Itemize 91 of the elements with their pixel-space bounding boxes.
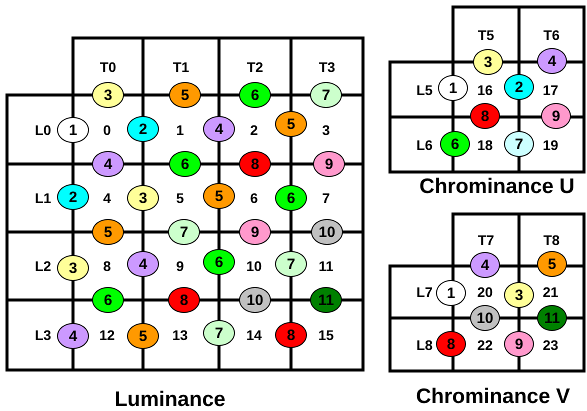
numbered-circle: 9 <box>239 219 271 245</box>
numbered-circle: 5 <box>537 251 567 277</box>
numbered-circle: 3 <box>92 82 124 108</box>
numbered-circle: 8 <box>436 331 466 357</box>
block-number: 19 <box>542 136 558 152</box>
block-number: 8 <box>103 258 111 274</box>
block-number: 12 <box>99 327 115 343</box>
block-number: 4 <box>103 190 111 206</box>
block-number: 16 <box>477 82 493 98</box>
block-number: 21 <box>542 284 558 300</box>
numbered-circle: 10 <box>470 305 500 331</box>
panel-caption: Luminance <box>114 388 226 411</box>
block-number: 18 <box>477 136 493 152</box>
numbered-circle: 2 <box>504 74 534 100</box>
block-number: 1 <box>176 122 184 138</box>
column-label: T3 <box>318 58 336 74</box>
numbered-circle: 3 <box>57 255 89 281</box>
numbered-circle: 6 <box>92 287 124 313</box>
column-label: T5 <box>478 26 494 42</box>
numbered-circle: 6 <box>440 131 470 157</box>
numbered-circle: 7 <box>310 82 342 108</box>
numbered-circle: 11 <box>310 287 342 313</box>
panel-caption: Chrominance V <box>416 385 570 409</box>
block-number: 10 <box>246 258 262 274</box>
numbered-circle: 4 <box>57 323 89 349</box>
numbered-circle: 1 <box>436 280 466 306</box>
row-label: L0 <box>34 122 52 138</box>
block-number: 15 <box>318 327 334 343</box>
numbered-circle: 4 <box>470 252 500 278</box>
numbered-circle: 9 <box>541 103 571 129</box>
column-label: T2 <box>246 58 264 74</box>
numbered-circle: 5 <box>275 111 307 137</box>
block-number: 14 <box>246 327 262 343</box>
numbered-circle: 6 <box>169 151 201 177</box>
numbered-circle: 4 <box>127 251 159 277</box>
block-number: 7 <box>322 190 330 206</box>
numbered-circle: 2 <box>57 184 89 210</box>
row-label: L6 <box>416 136 433 152</box>
row-label: L7 <box>416 284 433 300</box>
column-label: T1 <box>172 58 190 74</box>
numbered-circle: 9 <box>313 151 345 177</box>
numbered-circle: 7 <box>275 251 307 277</box>
numbered-circle: 8 <box>275 322 307 348</box>
numbered-circle: 3 <box>504 282 534 308</box>
numbered-circle: 1 <box>57 117 89 143</box>
numbered-circle: 11 <box>537 305 567 331</box>
numbered-circle: 5 <box>127 323 159 349</box>
numbered-circle: 4 <box>203 116 235 142</box>
numbered-circle: 10 <box>239 287 271 313</box>
block-number: 3 <box>322 122 330 138</box>
block-number: 0 <box>103 122 111 138</box>
row-label: L2 <box>34 258 52 274</box>
numbered-circle: 7 <box>168 219 200 245</box>
block-number: 20 <box>477 284 493 300</box>
numbered-circle: 6 <box>275 185 307 211</box>
block-number: 6 <box>250 190 258 206</box>
numbered-circle: 6 <box>203 249 235 275</box>
numbered-circle: 6 <box>239 82 271 108</box>
column-label: T6 <box>543 26 560 42</box>
block-number: 2 <box>250 122 258 138</box>
row-label: L5 <box>416 82 433 98</box>
row-label: L8 <box>416 336 433 352</box>
block-number: 5 <box>176 190 184 206</box>
numbered-circle: 8 <box>239 151 271 177</box>
numbered-circle: 8 <box>470 103 500 129</box>
numbered-circle: 3 <box>127 185 159 211</box>
row-label: L3 <box>34 327 52 343</box>
numbered-circle: 9 <box>504 331 534 357</box>
numbered-circle: 7 <box>504 131 534 157</box>
block-number: 9 <box>176 258 184 274</box>
block-number: 13 <box>172 327 188 343</box>
numbered-circle: 8 <box>168 287 200 313</box>
numbered-circle: 4 <box>92 151 124 177</box>
numbered-circle: 10 <box>311 219 343 245</box>
numbered-circle: 5 <box>203 183 235 209</box>
numbered-circle: 5 <box>169 82 201 108</box>
panel-caption: Chrominance U <box>419 175 575 199</box>
column-label: T0 <box>100 58 116 74</box>
block-number: 22 <box>477 336 493 352</box>
row-label: L1 <box>34 190 52 206</box>
column-label: T7 <box>478 232 494 248</box>
numbered-circle: 5 <box>92 219 124 245</box>
numbered-circle: 4 <box>537 48 567 74</box>
numbered-circle: 7 <box>203 320 235 346</box>
numbered-circle: 3 <box>473 49 503 75</box>
numbered-circle: 1 <box>438 75 468 101</box>
numbered-circle: 2 <box>127 116 159 142</box>
block-number: 11 <box>318 258 334 274</box>
column-label: T8 <box>543 232 560 248</box>
block-number: 23 <box>542 336 558 352</box>
block-number: 17 <box>542 82 558 98</box>
